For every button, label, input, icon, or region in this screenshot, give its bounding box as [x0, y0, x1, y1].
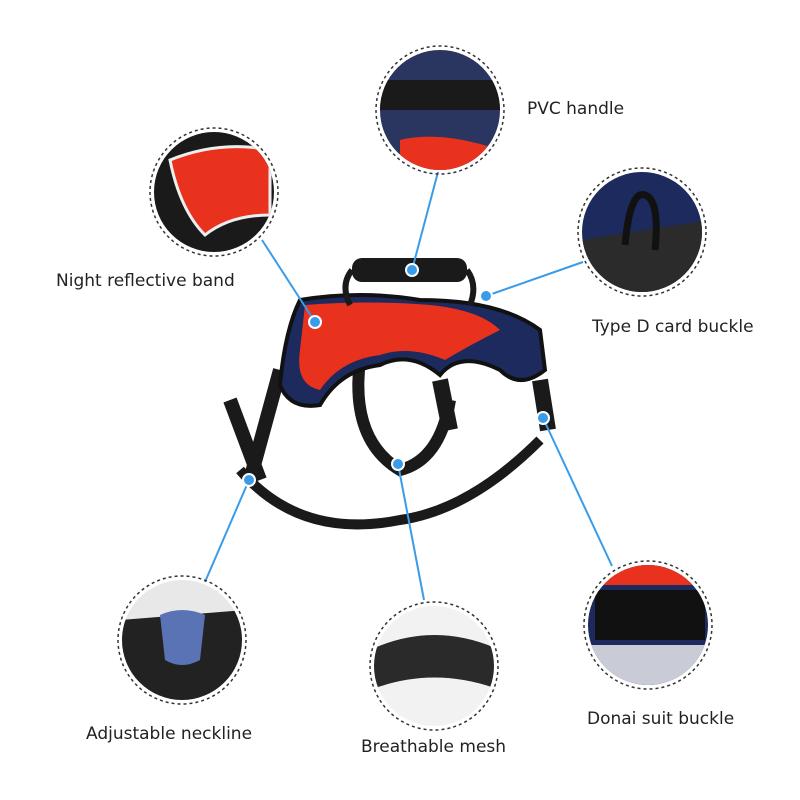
- label-night-reflective-band: Night reflective band: [56, 271, 235, 291]
- label-type-d-card-buckle: Type D card buckle: [592, 317, 754, 337]
- callout-lines: [204, 171, 613, 601]
- harness: [223, 258, 556, 530]
- detail-type-d-card-buckle: [577, 167, 707, 297]
- detail-night-reflective-band: [149, 127, 279, 257]
- detail-pvc-handle: [375, 45, 505, 175]
- label-donai-suit-buckle: Donai suit buckle: [587, 709, 735, 729]
- detail-breathable-mesh: [369, 601, 499, 731]
- label-pvc-handle: PVC handle: [527, 99, 625, 119]
- detail-adjustable-neckline: [117, 575, 247, 705]
- detail-donai-suit-buckle: [583, 560, 713, 690]
- label-breathable-mesh: Breathable mesh: [361, 737, 507, 757]
- label-adjustable-neckline: Adjustable neckline: [86, 724, 253, 744]
